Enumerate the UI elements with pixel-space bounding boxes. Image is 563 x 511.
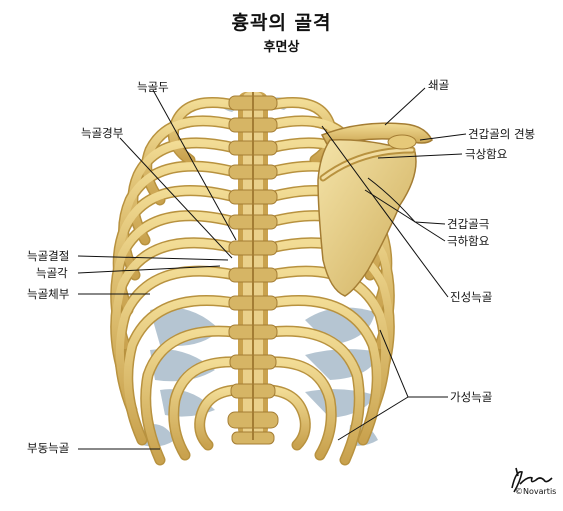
label-supraspinous-fossa: 극상함요 bbox=[465, 147, 508, 161]
label-rib-neck: 늑골경부 bbox=[81, 126, 124, 140]
vertebral-column bbox=[227, 92, 279, 445]
label-rib-body: 늑골체부 bbox=[27, 287, 70, 301]
signature-mark bbox=[511, 467, 553, 493]
label-clavicle: 쇄골 bbox=[428, 78, 450, 92]
label-rib-angle: 늑골각 bbox=[36, 266, 68, 280]
left-ribs bbox=[110, 97, 242, 466]
diagram-subtitle: 후면상 bbox=[263, 40, 300, 55]
label-true-ribs: 진성늑골 bbox=[450, 290, 493, 304]
label-acromion: 견갑골의 견봉 bbox=[468, 127, 536, 141]
scapula-bone bbox=[317, 134, 417, 297]
leader-lines bbox=[77, 87, 467, 450]
label-infraspinous-fossa: 극하함요 bbox=[447, 234, 490, 248]
diagram-title: 흉곽의 골격 bbox=[231, 12, 332, 34]
label-false-ribs: 가성늑골 bbox=[450, 390, 493, 404]
label-rib-head: 늑골두 bbox=[137, 80, 169, 94]
copyright-text: ©Novartis bbox=[515, 487, 557, 496]
label-floating-rib: 부동늑골 bbox=[27, 441, 70, 455]
label-rib-tubercle: 늑골결절 bbox=[27, 249, 70, 263]
label-scapular-spine: 견갑골극 bbox=[447, 217, 490, 231]
